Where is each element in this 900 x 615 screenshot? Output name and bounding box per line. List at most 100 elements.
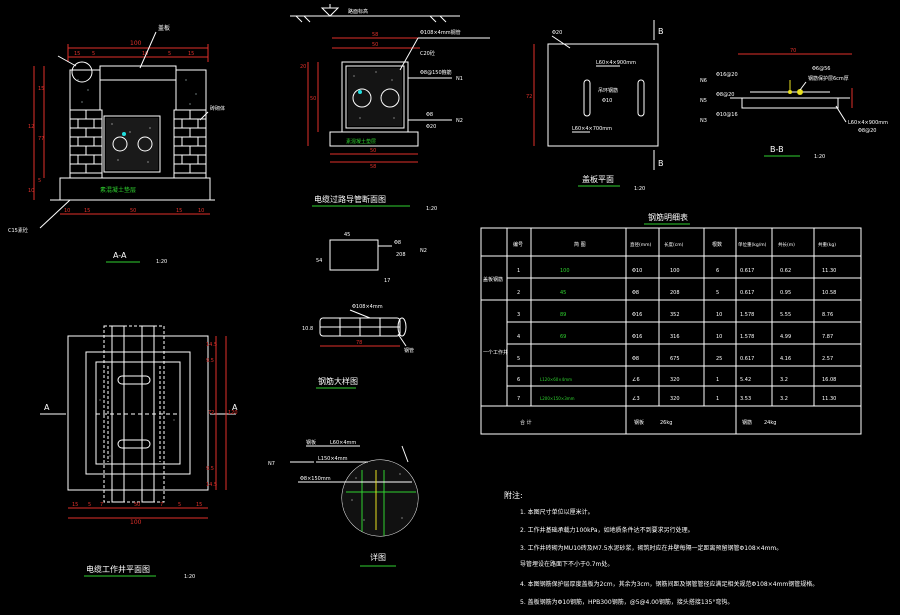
table-cell-count: 25: [716, 356, 722, 362]
svg-text:5: 5: [168, 51, 171, 57]
svg-text:1:20: 1:20: [426, 206, 437, 212]
table-cell-weight: 7.87: [822, 334, 833, 340]
svg-text:10.8: 10.8: [302, 326, 313, 332]
aa-brick-label: 砖砌体: [210, 105, 225, 112]
table-cell-count: 1: [716, 396, 719, 402]
table-cell-count: 1: [716, 377, 719, 383]
svg-text:Φ16@20: Φ16@20: [716, 72, 738, 78]
svg-text:1:20: 1:20: [156, 259, 167, 265]
svg-text:Φ8@20: Φ8@20: [858, 128, 876, 134]
table-cell-len: 100: [670, 268, 680, 274]
table-cell-no: 4: [517, 334, 520, 340]
svg-text:Φ108×4mm钢管: Φ108×4mm钢管: [420, 29, 461, 36]
svg-text:编号: 编号: [513, 241, 523, 248]
svg-text:14.5: 14.5: [206, 342, 217, 348]
table-cell-total: 4.16: [780, 356, 791, 362]
svg-text:1:20: 1:20: [814, 154, 825, 160]
svg-text:10: 10: [28, 188, 34, 194]
plan-a-left: A: [44, 403, 50, 412]
table-cell-unit: 3.53: [740, 396, 751, 402]
table-cell-total: 0.95: [780, 290, 791, 296]
table-cell-no: 2: [517, 290, 520, 296]
aa-dim-total: 100: [130, 40, 142, 47]
svg-text:钢管: 钢管: [404, 347, 414, 354]
svg-text:15: 15: [38, 86, 44, 92]
table-cell-len: 352: [670, 312, 680, 318]
table-cell-no: 7: [517, 396, 520, 402]
table-cell-weight: 10.58: [822, 290, 836, 296]
table-cell-total: 4.99: [780, 334, 791, 340]
svg-text:20: 20: [300, 64, 306, 70]
svg-text:N7: N7: [268, 461, 275, 467]
note-line: 5. 盖板钢筋为Φ10钢筋，HPB300钢筋，@5@4.00钢筋，接头搭接135…: [520, 598, 733, 606]
table-cell-shape: L200×150×3mm: [540, 396, 575, 401]
svg-text:钢筋保护层6cm厚: 钢筋保护层6cm厚: [808, 75, 849, 82]
table-cell-unit: 0.617: [740, 268, 754, 274]
svg-text:50: 50: [130, 208, 136, 214]
svg-text:N5: N5: [700, 98, 707, 104]
svg-text:L60×4×700mm: L60×4×700mm: [572, 126, 612, 132]
table-cell-shape: L120×60×4mm: [540, 377, 572, 382]
table-cell-shape: 69: [560, 334, 566, 340]
section-bb: 70 N6 N5 N3 Φ16@20 Φ8@20 Φ10@16 Φ6@56 钢筋…: [700, 48, 888, 160]
svg-text:Φ8: Φ8: [394, 240, 401, 246]
svg-text:70: 70: [790, 48, 796, 54]
svg-text:N2: N2: [420, 248, 427, 254]
svg-text:共重(kg): 共重(kg): [818, 241, 836, 248]
table-cell-shape: 89: [560, 312, 566, 318]
svg-text:盖板钢筋: 盖板钢筋: [483, 276, 503, 283]
table-cell-weight: 11.30: [822, 268, 836, 274]
svg-text:100: 100: [130, 519, 142, 526]
table-cell-total: 3.2: [780, 396, 788, 402]
svg-text:1:20: 1:20: [184, 574, 195, 580]
aa-base-label: 素混凝土垫层: [100, 186, 136, 194]
svg-text:1:20: 1:20: [634, 186, 645, 192]
table-cell-unit: 5.42: [740, 377, 751, 383]
svg-text:15: 15: [176, 208, 182, 214]
svg-text:直径(mm): 直径(mm): [630, 241, 652, 248]
svg-text:Φ20: Φ20: [552, 30, 562, 36]
svg-text:Φ8×150mm: Φ8×150mm: [300, 476, 331, 482]
svg-text:15: 15: [74, 51, 80, 57]
svg-text:L60×4×900mm: L60×4×900mm: [596, 60, 636, 66]
svg-text:15: 15: [188, 51, 194, 57]
table-cell-len: 675: [670, 356, 680, 362]
plan-title: 电缆工作井平面图: [86, 564, 150, 574]
table-cell-total: 3.2: [780, 377, 788, 383]
svg-text:B: B: [658, 159, 664, 168]
svg-text:B: B: [658, 27, 664, 36]
svg-text:钢板: 钢板: [634, 419, 644, 426]
table-cell-total: 5.55: [780, 312, 791, 318]
svg-text:5: 5: [92, 51, 95, 57]
svg-text:Φ8@20: Φ8@20: [716, 92, 734, 98]
svg-text:Φ8: Φ8: [426, 112, 433, 118]
table-cell-count: 10: [716, 334, 722, 340]
svg-text:5: 5: [38, 178, 41, 184]
table-cell-dia: Φ16: [632, 334, 642, 340]
rebar-detail-title: 钢筋大样图: [318, 376, 358, 386]
svg-text:Φ20: Φ20: [426, 124, 436, 130]
svg-text:5: 5: [88, 502, 91, 508]
table-cell-unit: 1.578: [740, 312, 754, 318]
note-line: 导管埋设在路面下不小于0.7m处。: [520, 560, 613, 568]
note-line: 4. 本图钢筋保护层厚度盖板为2cm，其余为3cm，钢筋间距及钢管管径应满足相关…: [520, 580, 818, 588]
table-cell-no: 3: [517, 312, 520, 318]
node-detail: 钢板 L60×4mm L150×4mm N7 Φ8×150mm 详图: [268, 439, 419, 567]
svg-text:12: 12: [28, 124, 34, 130]
table-cell-no: 5: [517, 356, 520, 362]
node-title: 详图: [370, 552, 386, 562]
svg-text:50: 50: [310, 96, 316, 102]
svg-text:一个工作井: 一个工作井: [483, 349, 508, 356]
svg-text:Φ8@150箍筋: Φ8@150箍筋: [420, 69, 452, 76]
table-cell-dia: ∠6: [632, 377, 640, 383]
svg-text:L60×4mm: L60×4mm: [330, 440, 356, 446]
table-cell-len: 316: [670, 334, 680, 340]
svg-text:合 计: 合 计: [520, 419, 532, 426]
aa-c15-label: C15素砼: [8, 227, 28, 234]
svg-text:10: 10: [64, 208, 70, 214]
svg-text:58: 58: [370, 164, 376, 170]
table-cell-count: 6: [716, 268, 719, 274]
svg-text:Φ10: Φ10: [602, 98, 612, 104]
svg-text:15: 15: [196, 502, 202, 508]
